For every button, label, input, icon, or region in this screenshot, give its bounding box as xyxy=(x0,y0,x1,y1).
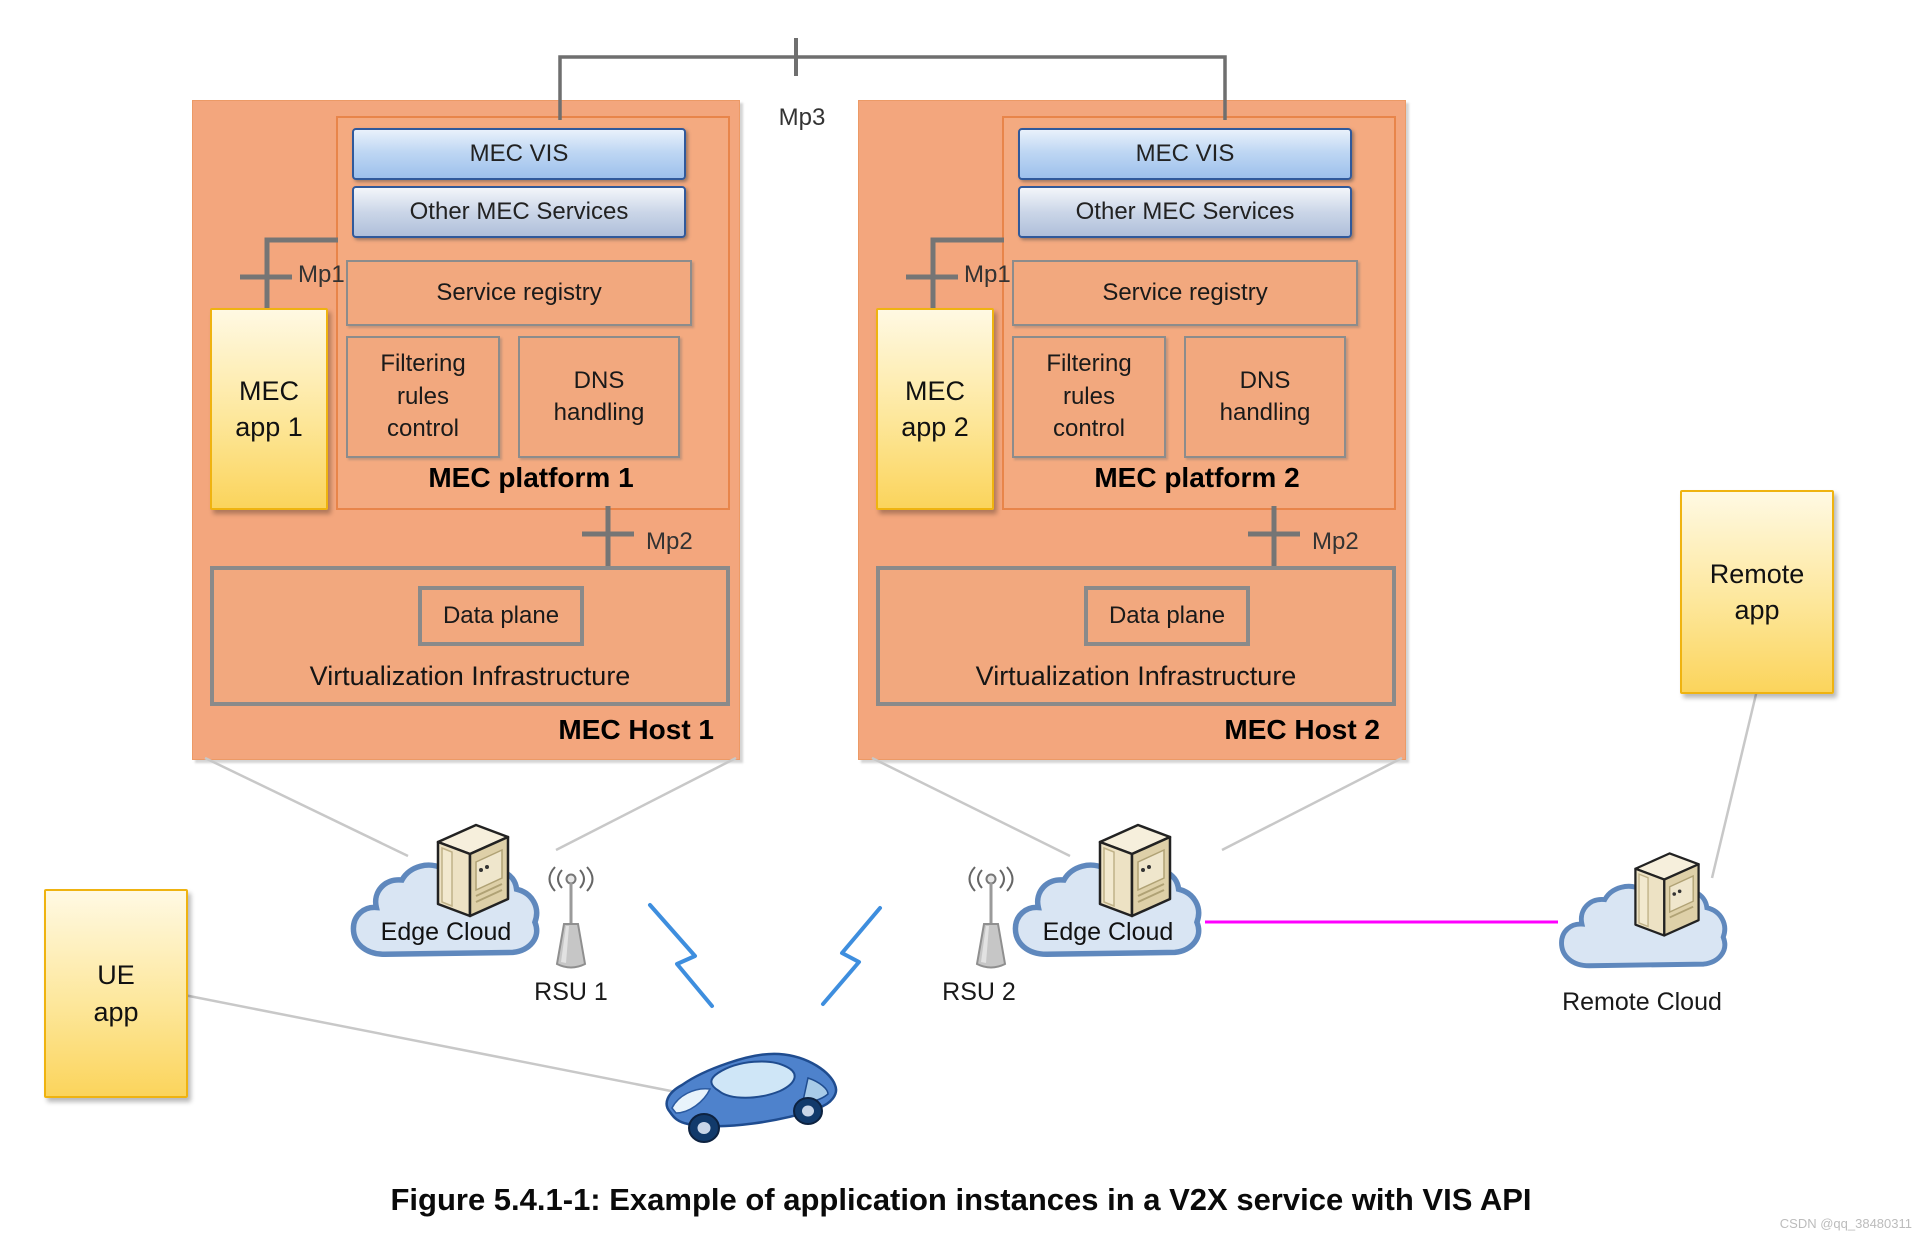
service-registry-label: Service registry xyxy=(1102,279,1268,306)
mec-vis-label: MEC VIS xyxy=(1135,140,1235,167)
server-icon-edge1 xyxy=(436,823,510,918)
mec-host-2-label: MEC Host 2 xyxy=(1224,714,1380,745)
dns-handling-label: DNS handling xyxy=(1219,366,1311,426)
mec-platform-1-label: MEC platform 1 xyxy=(428,462,634,493)
csdn-watermark: CSDN @qq_38480311 xyxy=(1779,1216,1912,1231)
mp3-label: Mp3 xyxy=(778,104,826,131)
filtering-rules-host1: Filtering rules control xyxy=(346,336,500,458)
filtering-rules-host2: Filtering rules control xyxy=(1012,336,1166,458)
mec-app-2-label: MEC app 2 xyxy=(901,375,969,442)
server-icon-remote xyxy=(1634,852,1700,937)
filtering-rules-label: Filtering rules control xyxy=(1046,350,1132,443)
mp1-label-host1: Mp1 xyxy=(298,261,345,288)
other-mec-services-host2: Other MEC Services xyxy=(1018,186,1352,238)
host1-cloud-line-right xyxy=(555,756,737,852)
data-plane-label: Data plane xyxy=(1108,602,1226,629)
car-icon xyxy=(665,1052,838,1143)
host1-cloud-line-left xyxy=(204,756,409,858)
edge-cloud-2-label: Edge Cloud xyxy=(1042,918,1174,946)
remote-cloud-label: Remote Cloud xyxy=(1562,988,1722,1016)
radio-bolt-rsu2 xyxy=(821,906,882,1006)
radio-bolt-rsu1 xyxy=(648,903,714,1008)
host2-cloud-line-right xyxy=(1221,756,1403,852)
rsu-2-label: RSU 2 xyxy=(942,978,1016,1006)
dns-handling-host1: DNS handling xyxy=(518,336,680,458)
other-mec-services-label: Other MEC Services xyxy=(409,198,629,225)
server-icon-edge2 xyxy=(1098,823,1172,918)
rsu-1-label: RSU 1 xyxy=(534,978,608,1006)
service-registry-label: Service registry xyxy=(436,279,602,306)
dns-handling-host2: DNS handling xyxy=(1184,336,1346,458)
data-plane-host1: Data plane xyxy=(418,586,584,646)
mec-app-1-label: MEC app 1 xyxy=(235,375,303,442)
remote-app-label: Remote app xyxy=(1709,558,1805,625)
figure-caption: Figure 5.4.1-1: Example of application i… xyxy=(390,1182,1532,1217)
rsu-1-icon xyxy=(548,866,594,969)
mec-vis-button-host2: MEC VIS xyxy=(1018,128,1352,180)
ueapp-car-line xyxy=(183,993,677,1094)
ue-app-box: UE app xyxy=(44,889,188,1098)
mp1-label-host2: Mp1 xyxy=(964,261,1011,288)
data-plane-label: Data plane xyxy=(442,602,560,629)
service-registry-host2: Service registry xyxy=(1012,260,1358,326)
mp2-label-host2: Mp2 xyxy=(1312,528,1359,555)
data-plane-host2: Data plane xyxy=(1084,586,1250,646)
mec-vis-label: MEC VIS xyxy=(469,140,569,167)
other-mec-services-host1: Other MEC Services xyxy=(352,186,686,238)
virtualization-infrastructure-label: Virtualization Infrastructure xyxy=(309,661,631,691)
remoteapp-cloud-line xyxy=(1710,689,1759,879)
ue-app-label: UE app xyxy=(93,960,139,1027)
remote-app-box: Remote app xyxy=(1680,490,1834,694)
virtualization-infrastructure-label: Virtualization Infrastructure xyxy=(975,661,1297,691)
mec-host-1-label: MEC Host 1 xyxy=(558,714,714,745)
rsu-2-icon xyxy=(968,866,1014,969)
dns-handling-label: DNS handling xyxy=(553,366,645,426)
mec-app-2-box: MEC app 2 xyxy=(876,308,994,510)
host2-cloud-line-left xyxy=(871,756,1071,858)
mec-platform-2-label: MEC platform 2 xyxy=(1094,462,1300,493)
edge-cloud-1-label: Edge Cloud xyxy=(380,918,512,946)
mec-app-1-box: MEC app 1 xyxy=(210,308,328,510)
filtering-rules-label: Filtering rules control xyxy=(380,350,466,443)
other-mec-services-label: Other MEC Services xyxy=(1075,198,1295,225)
mp2-label-host1: Mp2 xyxy=(646,528,693,555)
service-registry-host1: Service registry xyxy=(346,260,692,326)
mec-vis-button-host1: MEC VIS xyxy=(352,128,686,180)
